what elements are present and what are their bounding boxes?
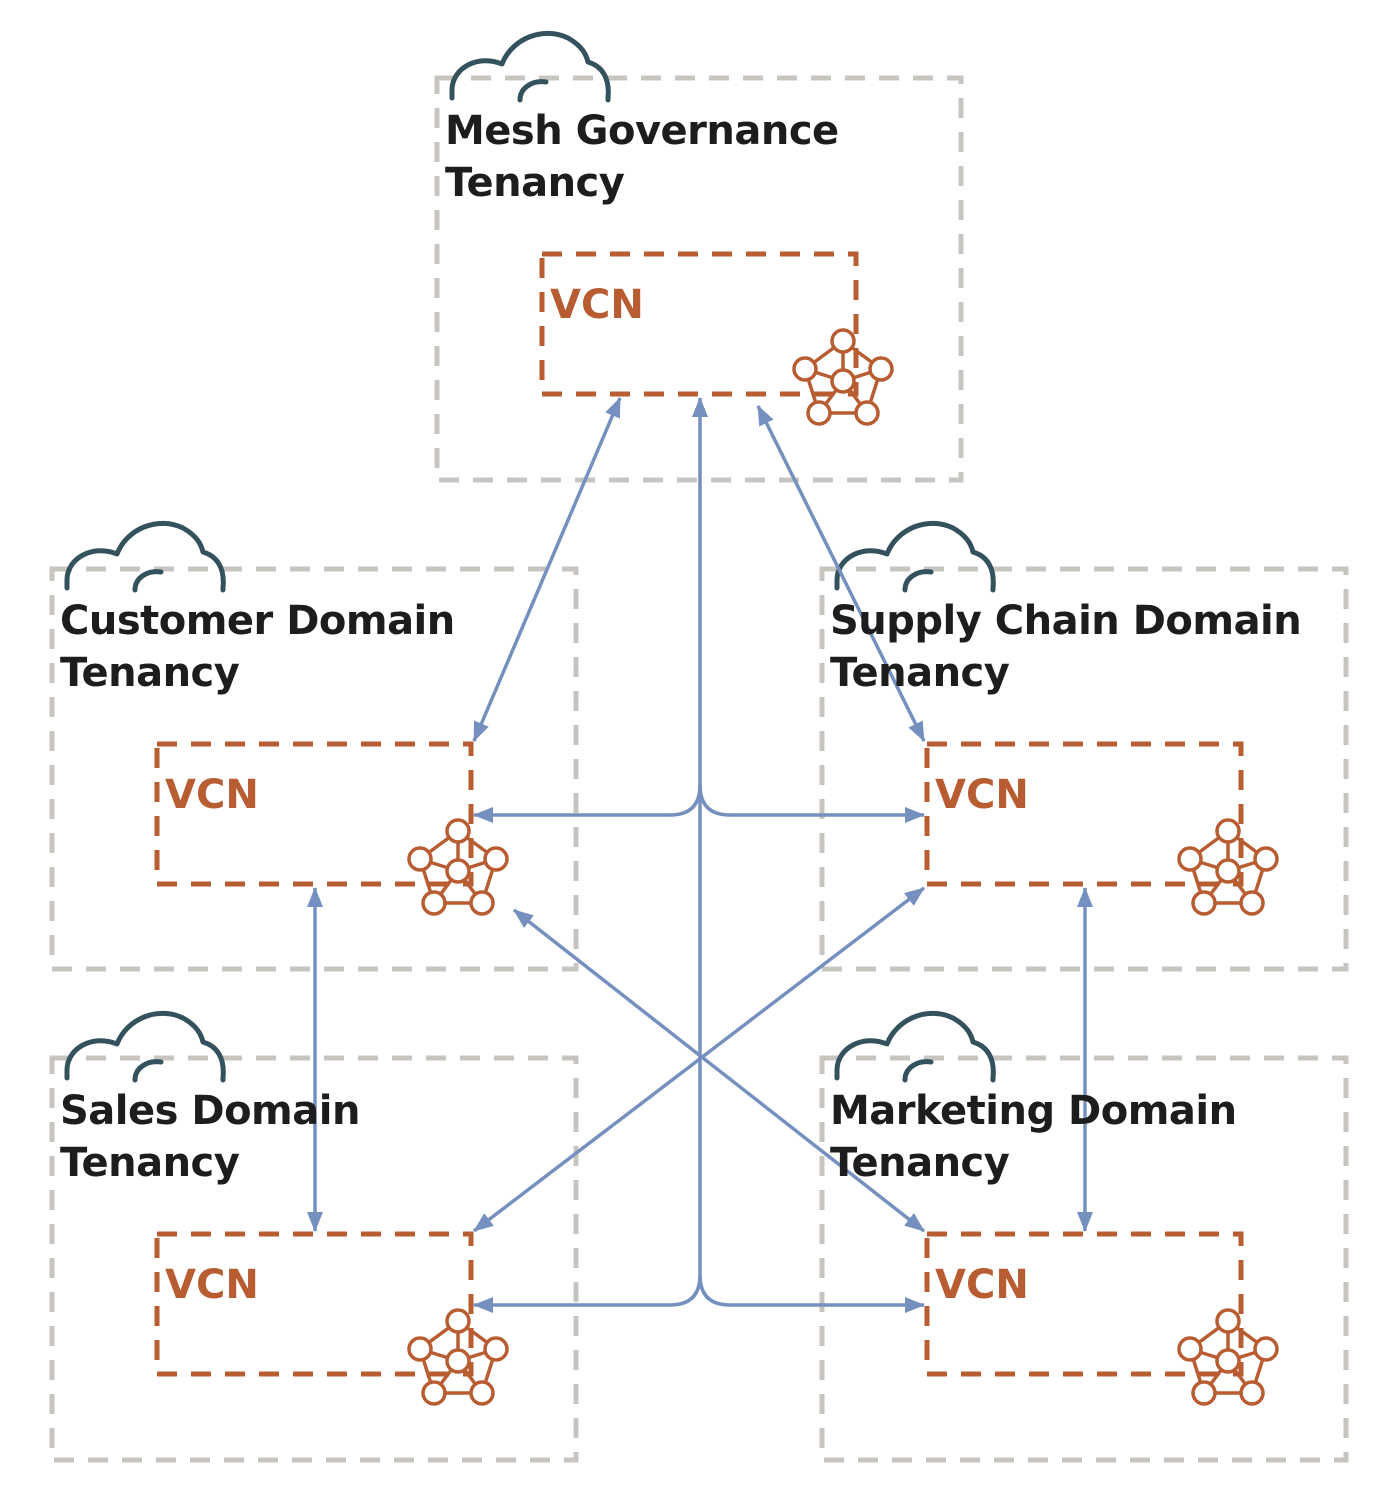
tenancy-box-customer: [49, 566, 579, 972]
arrow-trunk-marketing: [698, 1274, 925, 1313]
tenancy-box-marketing: [819, 1055, 1349, 1463]
arrow-trunk-sales: [473, 1274, 702, 1313]
arrow-trunk-customer: [473, 784, 702, 823]
tenancy-box-supply-chain: [819, 566, 1349, 972]
connections: [307, 397, 1093, 1313]
vcn-box-supply-chain: [924, 741, 1244, 887]
vcn-box-customer: [154, 741, 474, 887]
arrow-trunk-supply-chain: [698, 784, 925, 823]
tenancy-title-supply-chain: Supply Chain Domain: [830, 598, 1301, 644]
tenancy-title-marketing-line2: Tenancy: [830, 1140, 1010, 1186]
cloud-icon: [67, 1013, 223, 1080]
vcn-box-sales: [154, 1231, 474, 1377]
service-mesh-icon: [1177, 1308, 1279, 1406]
service-mesh-icon: [407, 818, 509, 916]
service-mesh-icon: [792, 328, 894, 426]
vcn-box-marketing: [924, 1231, 1244, 1377]
tenancy-title-sales: Sales Domain: [60, 1088, 360, 1134]
service-mesh-icon: [407, 1308, 509, 1406]
tenancy-box-mesh-governance: [434, 75, 964, 483]
vcn-label-customer: VCN: [165, 772, 259, 818]
vcn-box-mesh-governance: [539, 251, 859, 397]
vcn-label-supply-chain: VCN: [935, 772, 1029, 818]
tenancy-title-sales-line2: Tenancy: [60, 1140, 240, 1186]
vcn-label-sales: VCN: [165, 1262, 259, 1308]
vcn-label-marketing: VCN: [935, 1262, 1029, 1308]
cloud-icon: [452, 33, 608, 100]
tenancy-title-customer-line2: Tenancy: [60, 650, 240, 696]
tenancy-title-mesh-governance-line2: Tenancy: [445, 160, 625, 206]
service-mesh-icon: [1177, 818, 1279, 916]
arrow-mesh-supply-chain: [756, 405, 926, 742]
arrow-mesh-customer: [472, 397, 622, 742]
tenancy-title-supply-chain-line2: Tenancy: [830, 650, 1010, 696]
vcn-label-mesh-governance: VCN: [550, 282, 644, 328]
cloud-icon: [837, 1013, 993, 1080]
tenancy-title-mesh-governance: Mesh Governance: [445, 108, 839, 154]
cloud-icon: [837, 523, 993, 590]
tenancy-title-customer: Customer Domain: [60, 598, 455, 644]
tenancy-box-sales: [49, 1055, 579, 1463]
tenancy-title-marketing: Marketing Domain: [830, 1088, 1237, 1134]
cloud-icon: [67, 523, 223, 590]
